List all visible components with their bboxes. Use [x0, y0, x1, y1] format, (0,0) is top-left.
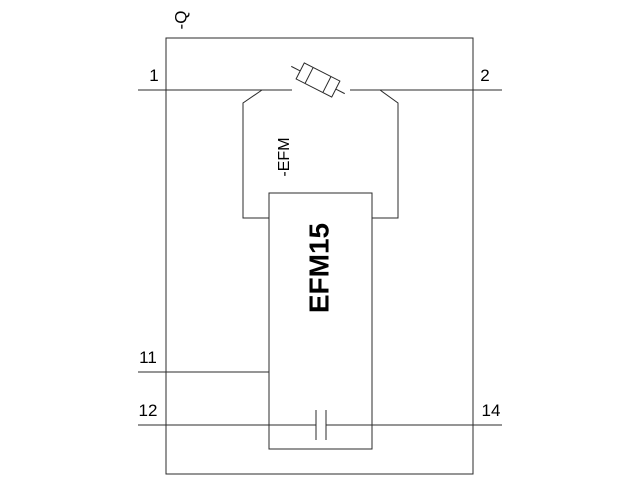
monitor-branch-right [372, 89, 399, 219]
terminal-1-label: 1 [149, 66, 158, 85]
fuse-tag-label: -EFM [276, 137, 293, 176]
terminal-2-label: 2 [480, 66, 489, 85]
terminal-12-label: 12 [139, 401, 158, 420]
module-label: EFM15 [303, 223, 334, 313]
efm-module-box [268, 192, 373, 450]
device-tag-label: -Q [171, 11, 190, 30]
fuse-icon [291, 62, 345, 98]
terminal-14-label: 14 [482, 401, 501, 420]
terminal-11-label: 11 [139, 348, 157, 367]
monitor-branch-left [242, 89, 269, 219]
